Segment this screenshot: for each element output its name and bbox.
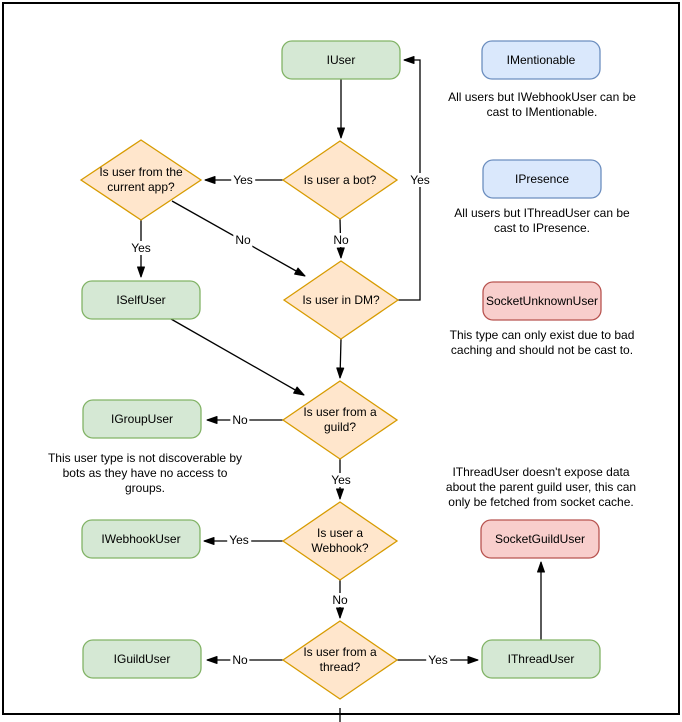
node-iguilduser-shape xyxy=(82,639,202,679)
decision-fromthread-label: Is user from a thread? xyxy=(303,645,377,674)
node-socketguilduser-label: SocketGuildUser xyxy=(494,531,586,546)
node-ithreaduser-label: IThreadUser xyxy=(507,651,575,666)
decision-currentapp-label: Is user from the current app? xyxy=(99,165,183,194)
node-socketunknownuser-label: SocketUnknownUser xyxy=(485,293,599,308)
node-iwebhookuser-shape xyxy=(81,519,201,559)
node-iguilduser-label: IGuildUser xyxy=(113,651,171,666)
note-socketunknownuser: This type can only exist due to bad cach… xyxy=(449,328,635,357)
node-socketguilduser-shape xyxy=(480,519,600,559)
note-ithreaduser: IThreadUser doesn't expose data about th… xyxy=(445,465,637,509)
node-ipresence-shape xyxy=(482,159,602,199)
decision-isbot-shape xyxy=(281,140,399,220)
node-imentionable-shape xyxy=(481,40,601,80)
edge-label-currentapp-to-iselfuser: Yes xyxy=(129,241,153,255)
node-iselfuser-label: ISelfUser xyxy=(116,292,166,307)
decision-fromguild-shape xyxy=(281,380,399,460)
node-socketunknownuser-shape xyxy=(482,281,602,321)
node-iuser-label: IUser xyxy=(326,52,356,67)
node-ithreaduser-shape xyxy=(481,639,601,679)
edge-label-guild-to-webhook: Yes xyxy=(329,473,353,487)
note-ipresence: All users but IThreadUser can be cast to… xyxy=(454,206,630,235)
edge-indm-to-fromguild xyxy=(336,338,345,379)
edge-label-thread-to-iguilduser: No xyxy=(230,653,250,667)
node-ipresence-label: IPresence xyxy=(514,171,570,186)
note-imentionable: All users but IWebhookUser can be cast t… xyxy=(448,90,636,119)
decision-currentapp-shape xyxy=(79,139,203,221)
edge-label-currentapp-to-dm: No xyxy=(233,233,253,247)
decision-fromthread-shape xyxy=(281,620,399,700)
decision-iswebhook-label: Is user a Webhook? xyxy=(311,526,369,555)
node-igroupuser-shape xyxy=(82,399,202,439)
node-igroupuser-label: IGroupUser xyxy=(110,411,174,426)
decision-indm-shape xyxy=(282,260,400,340)
decision-iswebhook-shape xyxy=(281,501,399,581)
decision-fromguild-label: Is user from a guild? xyxy=(303,405,377,434)
decision-isbot-label: Is user a bot? xyxy=(303,172,377,187)
edge-label-bot-to-currentapp: Yes xyxy=(231,173,255,187)
edge-label-thread-to-ithreaduser: Yes xyxy=(426,653,450,667)
edge-label-dm-to-iuser: Yes xyxy=(408,173,432,187)
edge-iselfuser-to-fromguild xyxy=(170,318,305,396)
decision-indm-label: Is user in DM? xyxy=(302,292,380,307)
edge-label-bot-to-dm: No xyxy=(331,233,351,247)
edge-label-webhook-to-iwebhookuser: Yes xyxy=(227,533,251,547)
node-iuser-shape xyxy=(281,40,401,80)
edge-label-guild-to-igroupuser: No xyxy=(230,413,250,427)
node-iwebhookuser-label: IWebhookUser xyxy=(101,531,181,546)
edge-label-webhook-to-thread: No xyxy=(330,593,350,607)
node-iselfuser-shape xyxy=(81,280,201,320)
note-igroupuser: This user type is not discoverable by bo… xyxy=(47,451,243,495)
node-imentionable-label: IMentionable xyxy=(506,52,576,67)
